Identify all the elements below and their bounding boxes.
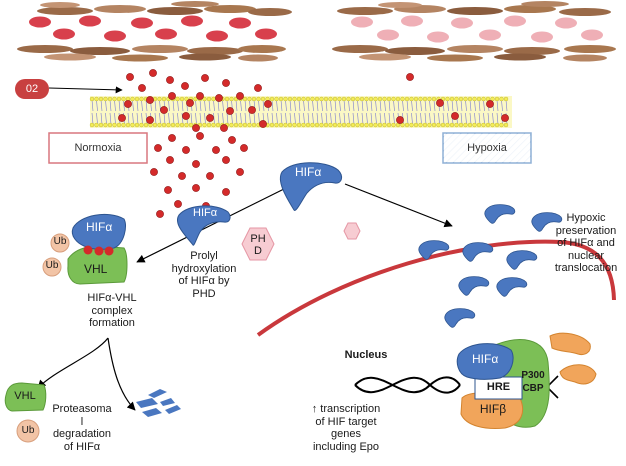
red-blood-cells-normoxia (29, 15, 277, 42)
nuclear-envelope (256, 239, 616, 337)
proteasomal-degradation-caption: Proteasoma l degradation of HIFα (52, 403, 112, 453)
complex-formation-caption: HIFα-VHL complex formation (87, 292, 137, 329)
arrow-to-preservation (344, 183, 453, 228)
transcription-caption: ↑ transcription of HIF target genes incl… (311, 403, 381, 453)
hif-vhl-complex (42, 213, 128, 285)
hif-alpha-central-label: HIFα (295, 165, 322, 179)
hypoxia-vessel-wall-top (337, 1, 611, 16)
dna-strand-1 (354, 376, 461, 394)
dna-strand-2 (354, 376, 461, 394)
phd-hexagon (241, 227, 275, 261)
oxygen-molecules (118, 69, 509, 220)
normoxia-box-frame (48, 132, 148, 164)
cell-membrane (89, 96, 512, 128)
p300-label: P300 (521, 370, 545, 381)
arrow-to-fragments (107, 337, 136, 411)
hif-alpha-central (280, 162, 343, 211)
ub-label-1: Ub (53, 236, 67, 247)
hif-fragments (136, 389, 181, 417)
o2-badge (15, 79, 49, 99)
cbp-label: CBP (522, 383, 544, 394)
hif-beta-label: HIFβ (479, 402, 507, 416)
hif-alpha-phd-label: HIFα (193, 207, 218, 219)
hypoxia-vessel-wall-bottom (332, 45, 616, 62)
red-blood-cells-hypoxia (351, 15, 603, 43)
hypoxia-label: Hypoxia (444, 134, 530, 162)
prolyl-hydroxylation-caption: Prolyl hydroxylation of HIFα by PHD (171, 250, 237, 300)
transcription-complex (456, 339, 550, 429)
orange-molecule-2 (559, 364, 597, 385)
hif-alpha-migrating (418, 204, 563, 328)
o2-arrow (48, 86, 123, 94)
ub-released (16, 419, 40, 443)
phd-label: PH D (250, 233, 266, 257)
normoxia-vessel-wall-bottom (17, 45, 286, 62)
vhl-released-label: VHL (14, 390, 36, 402)
hre-label: HRE (486, 381, 511, 393)
hif-alpha-phd (177, 205, 231, 246)
hif-alpha-nuclear-label: HIFα (472, 352, 499, 366)
orange-molecule-1 (549, 332, 591, 355)
normoxia-label: Normoxia (74, 142, 122, 154)
vhl-released (4, 382, 47, 412)
ub-label-2: Ub (45, 260, 59, 271)
arrow-to-degradation (136, 184, 293, 263)
hif-alpha-complex-label: HIFα (86, 220, 113, 234)
normoxia-vessel (17, 1, 292, 62)
o2-label: 02 (25, 83, 39, 95)
normoxia-vessel-wall-top (37, 1, 292, 16)
hypoxic-preservation-caption: Hypoxic preservation of HIFα and nuclear… (554, 212, 618, 274)
vhl-label: VHL (84, 262, 108, 276)
phd-hexagon-small (343, 222, 361, 240)
arrow-to-vhl-release (37, 337, 109, 389)
ub-released-label: Ub (21, 425, 35, 436)
hypoxia-vessel (332, 1, 616, 62)
nucleus-label: Nucleus (344, 349, 388, 361)
